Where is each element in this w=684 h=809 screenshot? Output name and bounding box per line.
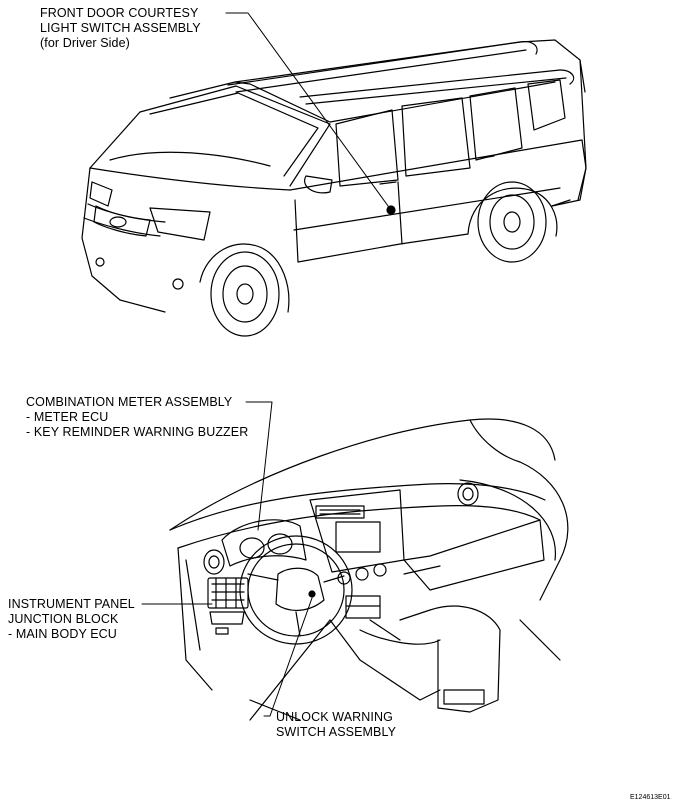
figure-code: E124613E01 xyxy=(630,794,671,801)
callout-line: LIGHT SWITCH ASSEMBLY xyxy=(40,21,201,35)
callout-line: - KEY REMINDER WARNING BUZZER xyxy=(26,425,249,439)
callout-line: (for Driver Side) xyxy=(40,36,130,50)
front-door-courtesy-switch-callout: FRONT DOOR COURTESY LIGHT SWITCH ASSEMBL… xyxy=(40,6,201,51)
unlock-warning-switch-callout: UNLOCK WARNING SWITCH ASSEMBLY xyxy=(276,710,396,740)
callout-line: COMBINATION METER ASSEMBLY xyxy=(26,395,233,409)
callout-line: JUNCTION BLOCK xyxy=(8,612,119,626)
callout-line: - METER ECU xyxy=(26,410,109,424)
vehicle-exterior-illustration xyxy=(81,39,587,337)
callout-line: INSTRUMENT PANEL xyxy=(8,597,135,611)
junction-block-callout: INSTRUMENT PANEL JUNCTION BLOCK - MAIN B… xyxy=(8,597,135,642)
callout-line: - MAIN BODY ECU xyxy=(8,627,117,641)
callout-line: SWITCH ASSEMBLY xyxy=(276,725,397,739)
combination-meter-callout: COMBINATION METER ASSEMBLY - METER ECU -… xyxy=(26,395,248,440)
callout-leader-lines xyxy=(141,12,392,717)
callout-line: UNLOCK WARNING xyxy=(276,710,393,724)
dashboard-interior-illustration xyxy=(169,418,569,721)
callout-line: FRONT DOOR COURTESY xyxy=(40,6,199,20)
